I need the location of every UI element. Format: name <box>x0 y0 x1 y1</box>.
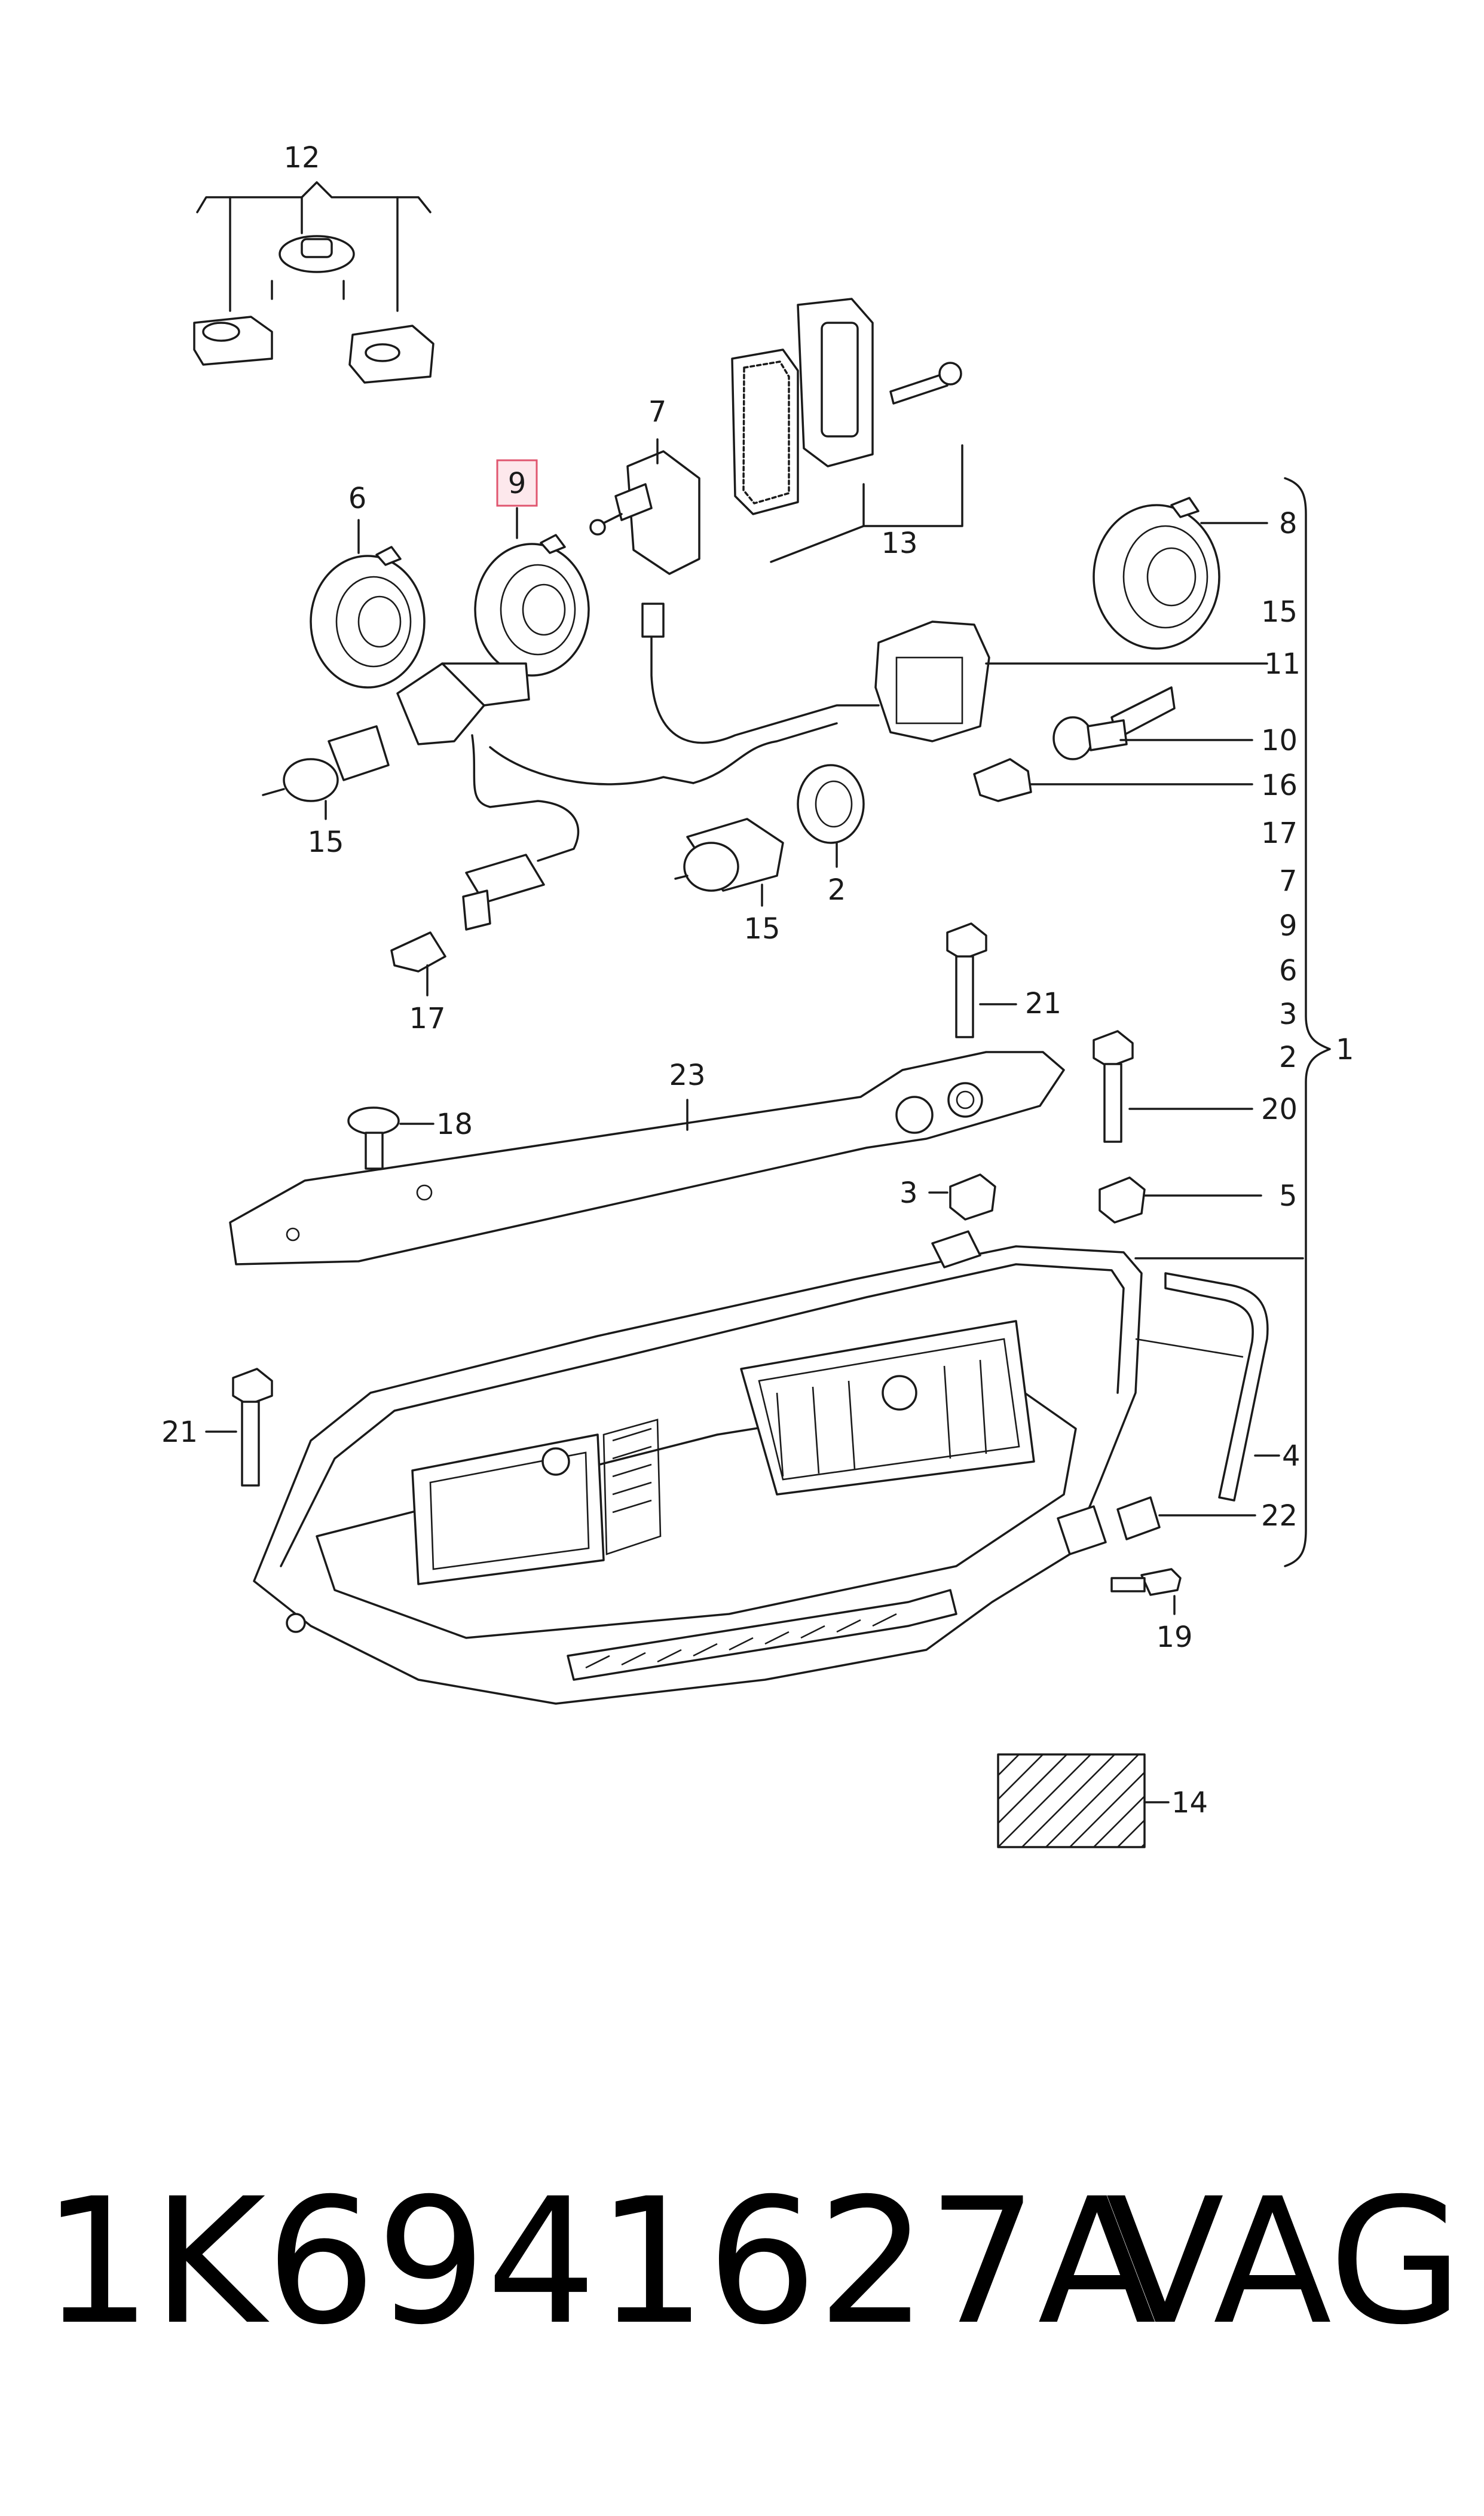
part-18-screw: 18 <box>347 1106 473 1170</box>
callout-10: 10 <box>1261 724 1298 757</box>
part-13-group: 13 <box>731 298 963 563</box>
headlight-housing <box>253 1230 1304 1705</box>
callout-15-left: 15 <box>307 826 344 859</box>
callout-9-list: 9 <box>1279 909 1298 943</box>
part-15-bulb-center: 15 <box>674 818 784 946</box>
callout-15-list: 15 <box>1261 595 1298 629</box>
callout-3-list: 3 <box>1279 998 1298 1031</box>
callout-2-center: 2 <box>828 873 846 907</box>
callout-21-lower: 21 <box>161 1416 198 1449</box>
part-2-holder: 2 <box>797 764 865 907</box>
part-9-cap: 9 <box>474 459 590 677</box>
brand-name: VAG <box>1106 2162 1463 2363</box>
part-3-clip: 3 <box>899 1173 996 1221</box>
callout-17-list: 17 <box>1261 817 1298 850</box>
callout-15-center: 15 <box>743 912 780 946</box>
part-21-screw-upper: 21 <box>946 922 1061 1038</box>
part-6-cap: 6 <box>310 482 426 689</box>
callout-20: 20 <box>1261 1093 1298 1126</box>
part-23-bracket: 23 <box>229 1051 1065 1265</box>
part-5-clip: 5 <box>1099 1176 1298 1224</box>
part-7-motor: 7 <box>589 395 700 575</box>
callout-14: 14 <box>1171 1786 1208 1820</box>
highlight-box <box>496 459 538 507</box>
callout-19: 19 <box>1156 1621 1192 1654</box>
part-12-group: 12 <box>193 141 435 384</box>
part-22-clip: 22 <box>1116 1496 1298 1540</box>
callout-5: 5 <box>1279 1179 1298 1213</box>
callout-18: 18 <box>436 1108 473 1141</box>
callout-23: 23 <box>669 1059 705 1092</box>
part-10-bulb: 10 <box>1052 686 1298 760</box>
part-14-label: 14 <box>997 1753 1208 1848</box>
part-4-seal: 4 <box>1135 1272 1301 1502</box>
part-20-screw: 20 <box>1093 1030 1298 1143</box>
callout-2-list: 2 <box>1279 1041 1298 1074</box>
callout-13: 13 <box>881 527 917 560</box>
callout-21-upper: 21 <box>1025 987 1061 1020</box>
part-16-bulb: 16 <box>973 758 1298 802</box>
callout-17-left: 17 <box>409 1002 445 1035</box>
part-15-bulb-left: 15 <box>262 662 580 862</box>
callout-9-highlighted: 9 <box>508 467 527 500</box>
callout-8: 8 <box>1279 507 1298 540</box>
callout-12: 12 <box>283 141 320 175</box>
part-17-bulb-left: 17 <box>390 854 545 1035</box>
callout-22: 22 <box>1261 1499 1298 1533</box>
part-number: 1K6941627A <box>42 2162 1156 2363</box>
right-callout-column: 1 15 17 7 9 6 3 2 <box>1261 477 1354 1567</box>
callout-1: 1 <box>1336 1033 1354 1066</box>
part-19-screw: 19 <box>1110 1568 1193 1654</box>
callout-4: 4 <box>1282 1439 1301 1473</box>
callout-16: 16 <box>1261 769 1298 802</box>
part-8-cap: 8 <box>1093 497 1298 650</box>
callout-3-clip: 3 <box>899 1176 918 1210</box>
callout-6-top: 6 <box>348 482 367 515</box>
part-21-screw-lower: 21 <box>161 1368 273 1487</box>
callout-6-list: 6 <box>1279 954 1298 988</box>
part-11-harness: 11 <box>489 603 1301 785</box>
callout-11: 11 <box>1264 647 1301 681</box>
callout-7-list: 7 <box>1279 864 1298 898</box>
callout-7-top: 7 <box>648 395 667 429</box>
